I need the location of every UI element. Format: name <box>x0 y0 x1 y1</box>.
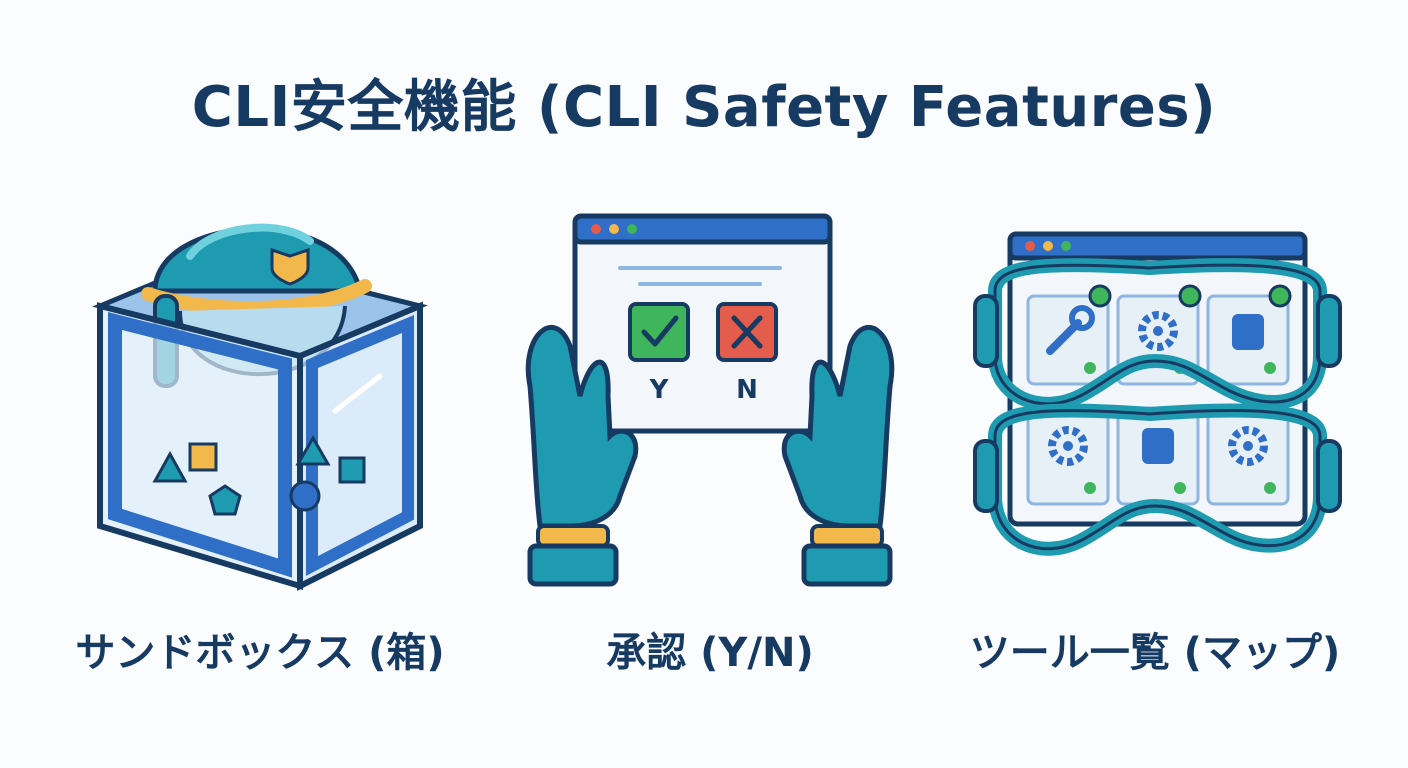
approval-caption: 承認 (Y/N) <box>606 630 814 676</box>
tool-map-caption: ツール一覧 (マップ) <box>969 630 1341 676</box>
approval-gloves-icon: Y N <box>525 213 895 587</box>
no-label: N <box>736 375 758 405</box>
yes-label: Y <box>649 375 670 405</box>
sandbox-box-helmet-icon <box>92 223 428 591</box>
approval-panel: Y N <box>500 196 920 596</box>
tool-map-goggles-icon <box>973 231 1342 556</box>
sandbox-caption: サンドボックス (箱) <box>75 630 445 676</box>
sandbox-panel <box>60 196 480 596</box>
page-title: CLI安全機能 (CLI Safety Features) <box>191 75 1217 140</box>
tool-map-panel <box>950 196 1370 596</box>
